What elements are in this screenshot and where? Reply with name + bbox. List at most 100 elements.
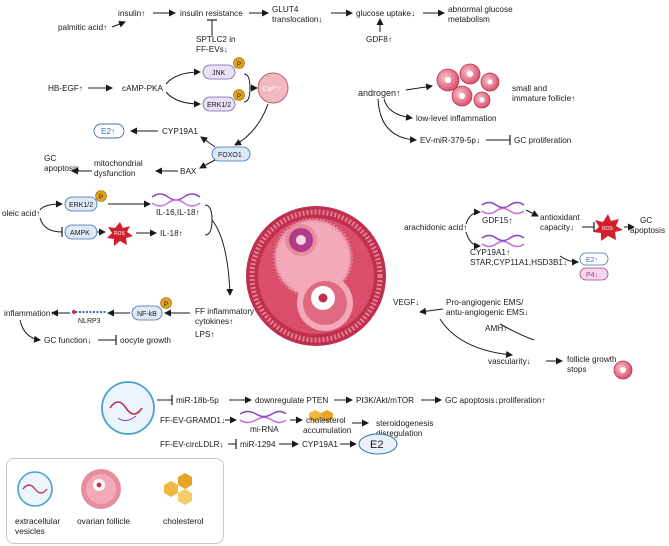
phospho-label: P bbox=[99, 195, 103, 201]
insulin-label: insulin↑ bbox=[118, 9, 145, 18]
ros-burst-icon bbox=[107, 222, 133, 246]
arrow-inflammation-gc bbox=[19, 319, 41, 343]
calcium-icon bbox=[257, 72, 289, 104]
gc-proliferation-label: GC proliferation bbox=[514, 136, 572, 145]
palmitic-acid-label: palmitic acid↑ bbox=[58, 23, 107, 32]
oleic-acid-label: oleic acid↑ bbox=[2, 209, 40, 218]
immature-follicle-label: immature follicle↑ bbox=[512, 94, 575, 103]
p4-label: P4↓ bbox=[586, 272, 598, 279]
ovarian-follicle-icon bbox=[81, 469, 121, 509]
foxo1-node bbox=[211, 146, 251, 162]
extracellular-vesicle-icon bbox=[17, 471, 53, 507]
dna-icon bbox=[481, 201, 525, 215]
e2-label: E2 bbox=[370, 439, 383, 451]
lps-label: LPS↑ bbox=[195, 330, 215, 339]
steroidogenesis-label: steroidogenesis bbox=[376, 419, 433, 428]
insulin-resistance-label: insulin resistance bbox=[180, 9, 243, 18]
jnk-label: JNK bbox=[212, 70, 226, 77]
arachidonic-pathway: arachidonic acid↑ GDF15↑ antioxidant cap… bbox=[404, 201, 665, 281]
glucose-uptake-label: glucose uptake↓ bbox=[356, 9, 415, 18]
follicle-growth-label: follicle growth bbox=[567, 355, 617, 364]
vegf-label: VEGF↓ bbox=[393, 298, 419, 307]
nfkb-node bbox=[131, 305, 163, 321]
erk-node bbox=[64, 196, 98, 212]
mir1294-label: miR-1294 bbox=[240, 440, 276, 449]
erk-node bbox=[202, 96, 236, 112]
accumulation-label: accumulation bbox=[303, 426, 352, 435]
bracket bbox=[243, 73, 251, 103]
inhibit-ampk bbox=[39, 217, 63, 233]
glut4-translocation-label: translocation↓ bbox=[272, 15, 323, 24]
cyp19a1-label: CYP19A1 bbox=[302, 440, 338, 449]
nlrp3-label: NLRP3 bbox=[78, 318, 101, 325]
legend-follicle-label: ovarian follicle bbox=[77, 516, 131, 526]
mirna-label: mi-RNA bbox=[250, 425, 279, 434]
cholesterol-label: cholesterol bbox=[306, 416, 346, 425]
oleic-pathway: oleic acid↑ ERK1/2 P AMPK ROS IL-18↑ IL-… bbox=[2, 190, 255, 345]
star-label: STAR,CYP11A1,HSD3B1↓ bbox=[470, 258, 567, 267]
cyp19a1-label: CYP19A1 bbox=[162, 127, 198, 136]
antioxidant-label: antioxidant bbox=[540, 213, 580, 222]
vegf-pathway: VEGF↓ Pro-angiogenic EMS/ antu-angiogeni… bbox=[393, 298, 633, 380]
ff-inflammatory-label: FF inflammatory bbox=[195, 307, 255, 316]
gdf8-label: GDF8↑ bbox=[366, 35, 392, 44]
inflammation-label: inflammation↑ bbox=[4, 309, 55, 318]
arrow-ems-vegf bbox=[419, 307, 444, 315]
arrow-oleic-erk bbox=[39, 200, 63, 211]
e2-label: E2↑ bbox=[101, 127, 115, 136]
e2-label: E2↑ bbox=[586, 257, 598, 264]
legend-ev-label-2: vesicles bbox=[15, 526, 45, 536]
gc-apoptosis-label: apoptosis bbox=[44, 164, 79, 173]
stops-label: stops bbox=[567, 365, 587, 374]
phospho-badge-icon bbox=[95, 190, 107, 202]
il16-il18-label: IL-16,IL-18↑ bbox=[156, 208, 200, 217]
cyp19a1-up-label: CYP19A1↑ bbox=[470, 248, 510, 257]
mito-label: mitochondrial bbox=[94, 159, 143, 168]
glut4-label: GLUT4 bbox=[272, 5, 299, 14]
phospho-badge-icon bbox=[233, 89, 245, 101]
legend-ev-label: extracellular bbox=[15, 516, 61, 526]
disregulation-label: disregulation bbox=[376, 429, 423, 438]
legend-icons bbox=[17, 469, 192, 509]
circldlr-label: FF-EV-circLDLR↓ bbox=[160, 440, 224, 449]
ros-label: ROS bbox=[114, 231, 126, 237]
jnk-node bbox=[202, 64, 236, 80]
small-and-label: small and bbox=[512, 84, 547, 93]
mir379-label: EV-miR-379-5p↓ bbox=[420, 136, 480, 145]
ros-label: ROS bbox=[602, 226, 614, 232]
e2-node bbox=[93, 123, 125, 139]
pten-label: downregulate PTEN bbox=[255, 396, 328, 405]
ros-burst-icon bbox=[593, 214, 623, 241]
calcium-label: Ca²⁺↑ bbox=[262, 84, 282, 93]
arrow-camp-jnk bbox=[165, 68, 201, 85]
gramd1-label: FF-EV-GRAMD1↓ bbox=[160, 416, 225, 425]
arrow-androgen-inflammation bbox=[383, 98, 413, 121]
foxo1-label: FOXO1 bbox=[218, 152, 242, 159]
camp-pka-label: cAMP-PKA bbox=[122, 84, 163, 93]
nlrp3-icon bbox=[72, 310, 106, 314]
cholesterol-icon bbox=[164, 473, 192, 505]
vascularity-label: vascularity↓ bbox=[488, 357, 531, 366]
arrow-androgen-mir379 bbox=[377, 98, 417, 144]
ff-evs-label: FF-EVs↓ bbox=[196, 45, 228, 54]
gc-apoptosis-label: apoptosis bbox=[630, 226, 665, 235]
mir18b-label: miR-18b-5p bbox=[176, 396, 219, 405]
arrow-arach-cyp bbox=[465, 231, 481, 250]
hbegf-label: HB-EGF↑ bbox=[48, 84, 83, 93]
arrow-foxo1-cyp bbox=[200, 136, 216, 148]
phospho-label: P bbox=[237, 94, 241, 100]
gc-function-label: GC function↓ bbox=[44, 336, 91, 345]
pro-angiogenic-label: Pro-angiogenic EMS/ bbox=[446, 298, 524, 307]
sptlc2-label: SPTLC2 in bbox=[196, 35, 236, 44]
small-follicles-icon bbox=[436, 63, 500, 109]
erk-label: ERK1/2 bbox=[69, 202, 93, 209]
androgen-pathway: androgen↑ small and immature follicle↑ l… bbox=[358, 63, 575, 145]
erk-label: ERK1/2 bbox=[207, 102, 231, 109]
il18-label: IL-18↑ bbox=[160, 229, 183, 238]
metabolism-label: metabolism bbox=[448, 15, 490, 24]
anti-angiogenic-label: antu-angiogenic EMS↓ bbox=[446, 308, 528, 317]
arrow-vegf-vascularity bbox=[439, 318, 513, 358]
ampk-label: AMPK bbox=[70, 230, 90, 237]
